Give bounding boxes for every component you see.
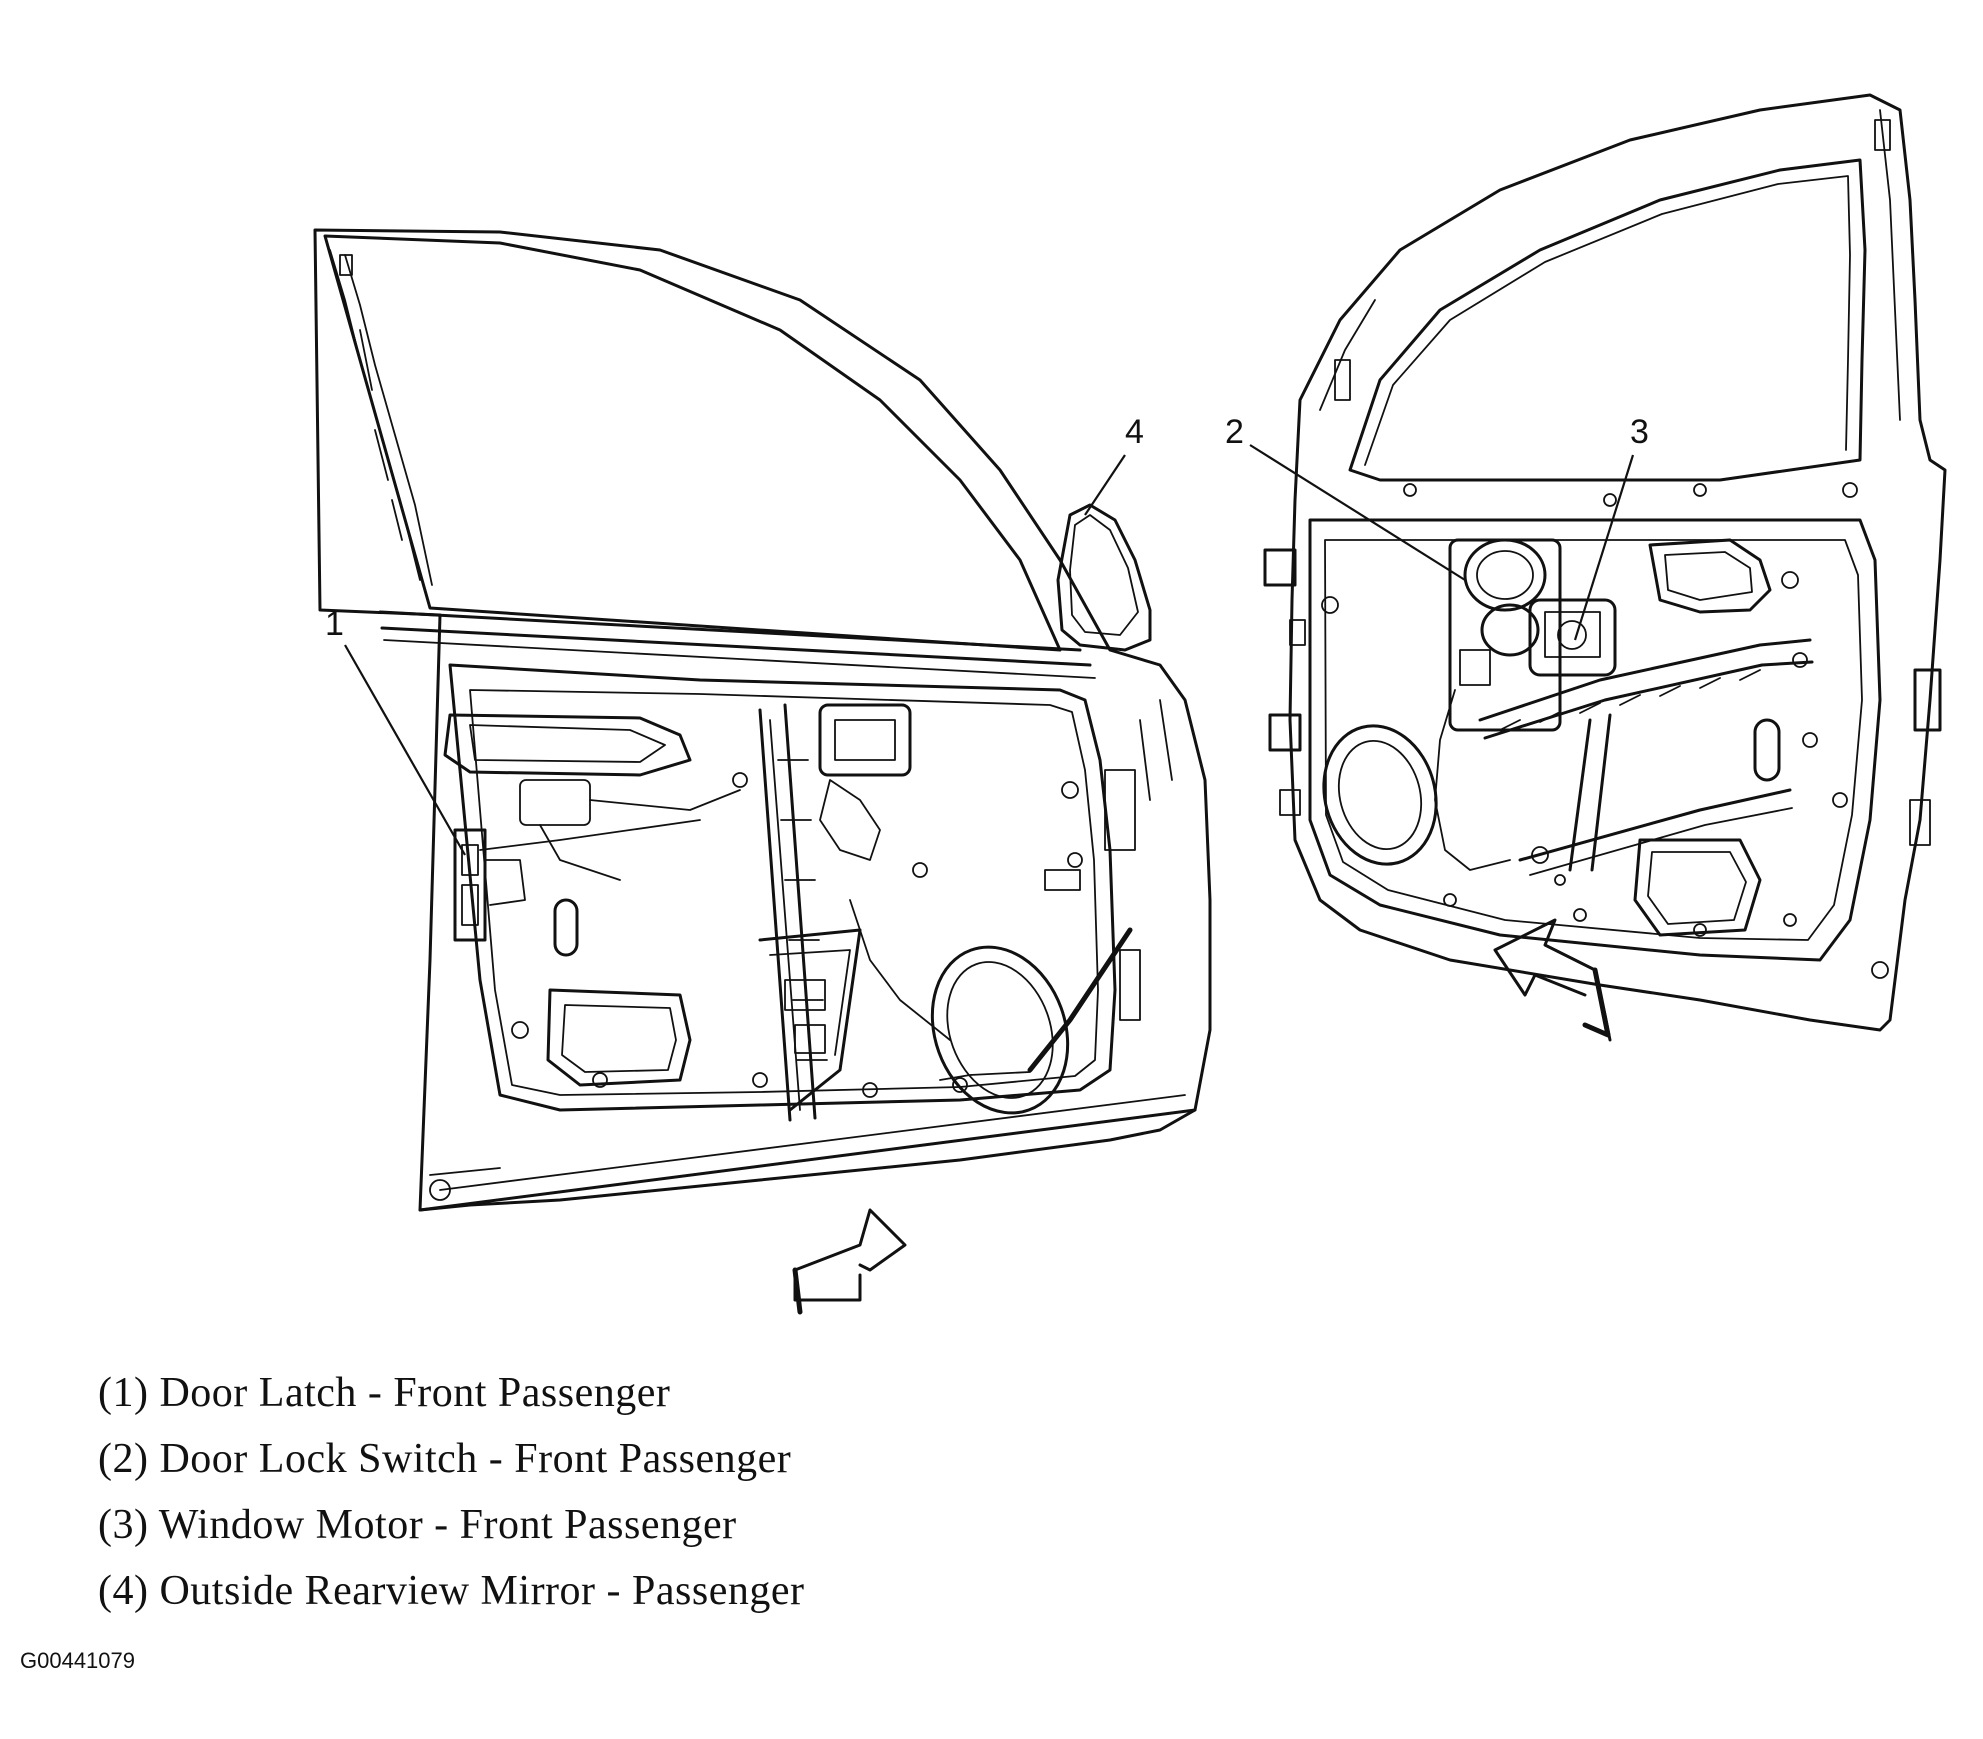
right-view-arrow <box>1493 918 1612 1042</box>
figure-id: G00441079 <box>20 1648 135 1673</box>
callout-4: 4 <box>1084 413 1144 516</box>
window-motor <box>1528 598 1617 677</box>
legend-item-window-motor: (3) Window Motor - Front Passenger <box>98 1502 737 1548</box>
svg-text:2: 2 <box>1225 413 1244 451</box>
outside-rearview-mirror <box>1056 503 1152 652</box>
legend: (1) Door Latch - Front Passenger (2) Doo… <box>98 1360 1498 1624</box>
svg-text:1: 1 <box>325 605 344 643</box>
legend-item-door-lock-switch: (2) Door Lock Switch - Front Passenger <box>98 1436 792 1482</box>
door-latch <box>453 828 526 942</box>
door-lock-switch <box>1448 538 1562 732</box>
legend-item-door-latch: (1) Door Latch - Front Passenger <box>98 1370 671 1416</box>
svg-text:3: 3 <box>1630 413 1649 451</box>
legend-item-outside-mirror: (4) Outside Rearview Mirror - Passenger <box>98 1568 805 1614</box>
callout-1: 1 <box>325 605 466 856</box>
right-door-interior <box>1263 93 1947 1032</box>
door-diagram: 1 2 3 4 <box>313 93 1947 1315</box>
left-door-exterior <box>313 228 1212 1212</box>
callout-2: 2 <box>1225 413 1466 581</box>
svg-text:4: 4 <box>1125 413 1144 451</box>
left-view-arrow <box>792 1208 907 1315</box>
callout-3: 3 <box>1573 413 1649 641</box>
